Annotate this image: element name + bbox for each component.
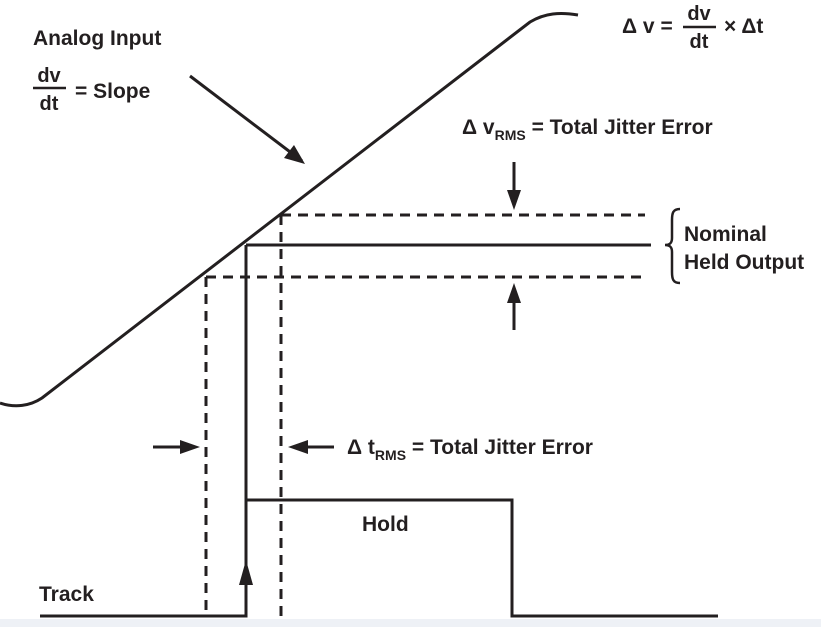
v-jitter-subscript: RMS	[495, 127, 526, 143]
v-jitter-label: Δ vRMS = Total Jitter Error	[462, 116, 713, 143]
t-jitter-suffix: = Total Jitter Error	[406, 436, 593, 459]
nominal-label: Nominal	[684, 223, 767, 246]
t-jitter-arrowhead-left	[288, 440, 308, 454]
track-hold-waveform	[40, 498, 718, 618]
t-jitter-label: Δ tRMS = Total Jitter Error	[347, 436, 593, 463]
t-jitter-prefix: Δ t	[347, 436, 375, 459]
v-jitter-arrowhead-up	[507, 283, 521, 303]
held-output-label: Held Output	[684, 251, 804, 274]
rising-edge-arrowhead	[239, 560, 253, 585]
v-jitter-prefix: Δ v	[462, 116, 495, 139]
v-jitter-arrowhead-down	[507, 190, 521, 210]
held-output-brace	[664, 207, 681, 285]
bottom-strip	[0, 619, 821, 627]
slope-label: = Slope	[75, 80, 150, 103]
slope-dv: dv	[37, 65, 61, 87]
formula-dv: dv	[687, 3, 711, 25]
t-jitter-arrowhead-right	[180, 440, 200, 454]
slope-pointer-arrowhead	[284, 145, 305, 164]
t-jitter-subscript: RMS	[375, 447, 406, 463]
v-jitter-suffix: = Total Jitter Error	[526, 116, 713, 139]
slope-dt: dt	[40, 93, 59, 115]
track-label: Track	[39, 583, 94, 606]
formula-lhs: Δ v =	[622, 15, 673, 38]
analog-input-ramp	[0, 12, 579, 408]
slope-pointer-arrow	[189, 74, 303, 163]
formula-rhs: × Δt	[724, 15, 763, 38]
formula-dt: dt	[690, 31, 709, 53]
hold-label: Hold	[362, 513, 409, 536]
analog-input-label: Analog Input	[33, 27, 161, 50]
